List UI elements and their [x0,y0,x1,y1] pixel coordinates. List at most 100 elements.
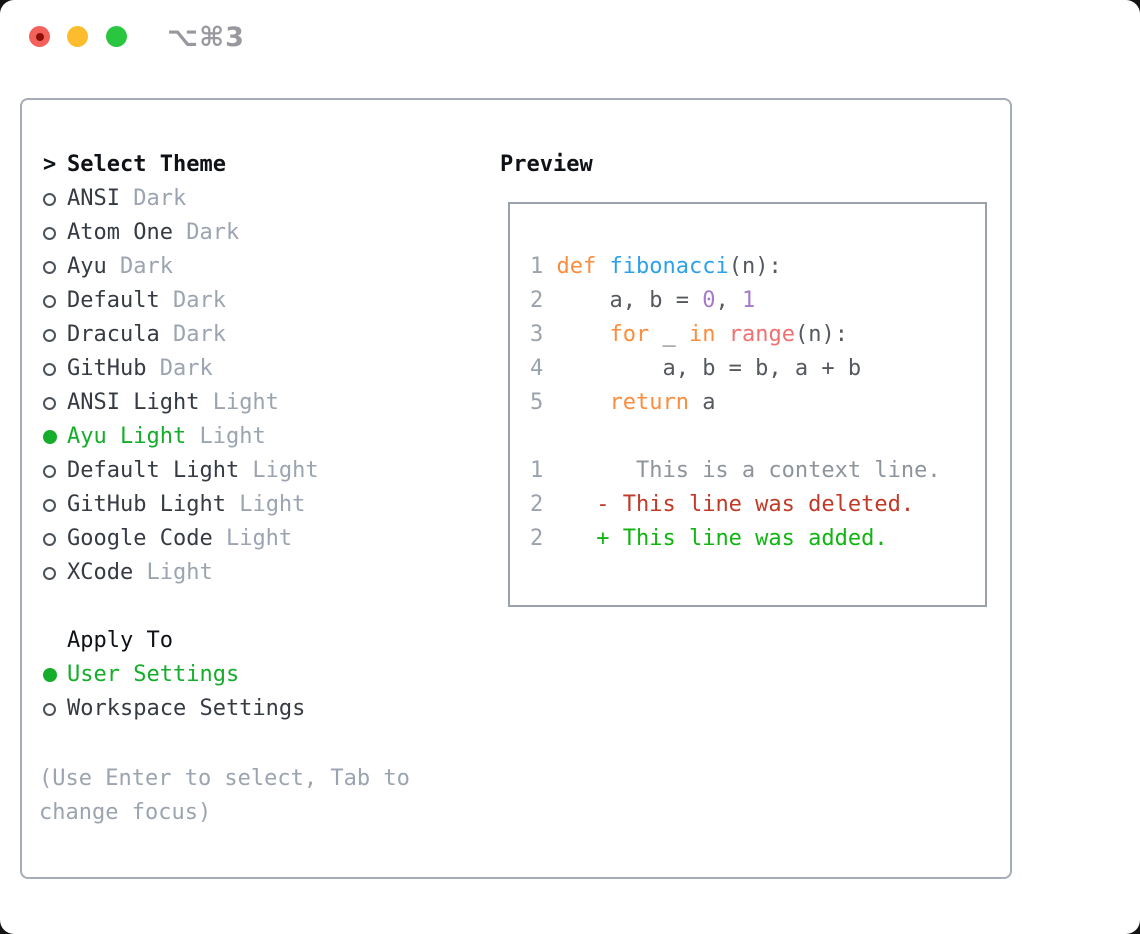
line-number: 3 [530,322,544,347]
theme-variant: Dark [159,322,226,347]
radio-icon[interactable] [43,362,56,376]
code-token: _ [649,322,689,347]
theme-name: XCode [67,560,134,585]
prompt-icon: > [43,152,57,177]
code-token: return [609,390,689,415]
code-token: a [688,390,716,415]
code-token: This is a context line. [543,458,941,483]
apply-section-title: Apply To [67,628,173,653]
radio-icon[interactable] [43,294,56,308]
code-token [543,254,556,279]
radio-icon[interactable] [43,464,56,478]
line-number: 1 [530,458,544,483]
code-token: (n): [728,254,782,279]
code-token: 0 [702,288,716,313]
radio-icon[interactable] [43,328,56,342]
radio-icon[interactable] [43,566,56,580]
theme-variant: Light [186,424,266,449]
code-token: in [688,322,716,347]
code-token [715,322,728,347]
line-number: 2 [530,492,544,517]
theme-item-xcode[interactable]: XCode Light [22,556,492,590]
zoom-button[interactable] [106,26,127,47]
radio-icon[interactable] [43,396,56,410]
theme-name: Dracula [67,322,160,347]
apply-option-user-settings[interactable]: User Settings [22,658,492,692]
theme-item-atom-one[interactable]: Atom One Dark [22,216,492,250]
diff-block: 1 This is a context line.2 - This line w… [530,454,985,556]
theme-item-github[interactable]: GitHub Dark [22,352,492,386]
marker-cell [43,498,67,512]
radio-icon[interactable] [43,532,56,546]
theme-name: Default Light [67,458,240,483]
apply-option-workspace-settings[interactable]: Workspace Settings [22,692,492,726]
radio-icon[interactable] [43,702,56,716]
marker-cell [43,396,67,410]
close-button[interactable] [29,26,50,47]
minimize-button[interactable] [67,26,88,47]
marker-cell [43,668,67,682]
theme-variant: Light [239,458,319,483]
apply-option-label: User Settings [67,662,240,687]
code-token [543,390,609,415]
code-token: fibonacci [609,254,729,279]
theme-item-github-light[interactable]: GitHub Light Light [22,488,492,522]
code-token: a, b = b, a + b [543,356,862,381]
theme-name: ANSI [67,186,120,211]
apply-section-header: Apply To [22,624,492,658]
radio-icon[interactable] [43,192,56,206]
theme-item-ansi[interactable]: ANSI Dark [22,182,492,216]
line-number: 2 [530,288,544,313]
theme-item-ansi-light[interactable]: ANSI Light Light [22,386,492,420]
diff-line: 2 - This line was deleted. [530,488,985,522]
radio-icon[interactable] [43,498,56,512]
theme-name: ANSI Light [67,390,200,415]
radio-icon[interactable] [43,260,56,274]
code-token: range [728,322,795,347]
marker-cell [43,226,67,240]
theme-section-header: > Select Theme [22,148,492,182]
code-token [596,254,609,279]
diff-line: 1 This is a context line. [530,454,985,488]
theme-item-ayu[interactable]: Ayu Dark [22,250,492,284]
theme-name: Ayu [67,254,107,279]
theme-variant: Light [199,390,279,415]
theme-section-title: Select Theme [67,152,226,177]
code-line: 1 def fibonacci(n): [530,250,985,284]
code-line: 3 for _ in range(n): [530,318,985,352]
code-token [543,492,596,517]
theme-variant: Dark [172,220,240,245]
marker-cell [43,464,67,478]
theme-variant: Light [133,560,213,585]
theme-item-ayu-light[interactable]: Ayu Light Light [22,420,492,454]
marker-cell [43,532,67,546]
theme-name: GitHub [67,356,147,381]
radio-selected-icon[interactable] [43,430,57,444]
theme-item-default[interactable]: Default Dark [22,284,492,318]
theme-item-default-light[interactable]: Default Light Light [22,454,492,488]
radio-icon[interactable] [43,226,56,240]
marker-cell [43,260,67,274]
apply-option-label: Workspace Settings [67,696,306,721]
theme-name: Google Code [67,526,213,551]
theme-name: Ayu Light [67,424,187,449]
marker-cell [43,362,67,376]
code-token: (n): [794,322,848,347]
code-token: , [715,288,742,313]
theme-item-google-code[interactable]: Google Code Light [22,522,492,556]
preview-title: Preview [500,152,593,177]
theme-variant: Dark [106,254,173,279]
radio-selected-icon[interactable] [43,668,57,682]
code-line: 5 return a [530,386,985,420]
theme-variant: Dark [146,356,213,381]
marker-cell [43,192,67,206]
theme-item-dracula[interactable]: Dracula Dark [22,318,492,352]
code-line: 2 a, b = 0, 1 [530,284,985,318]
